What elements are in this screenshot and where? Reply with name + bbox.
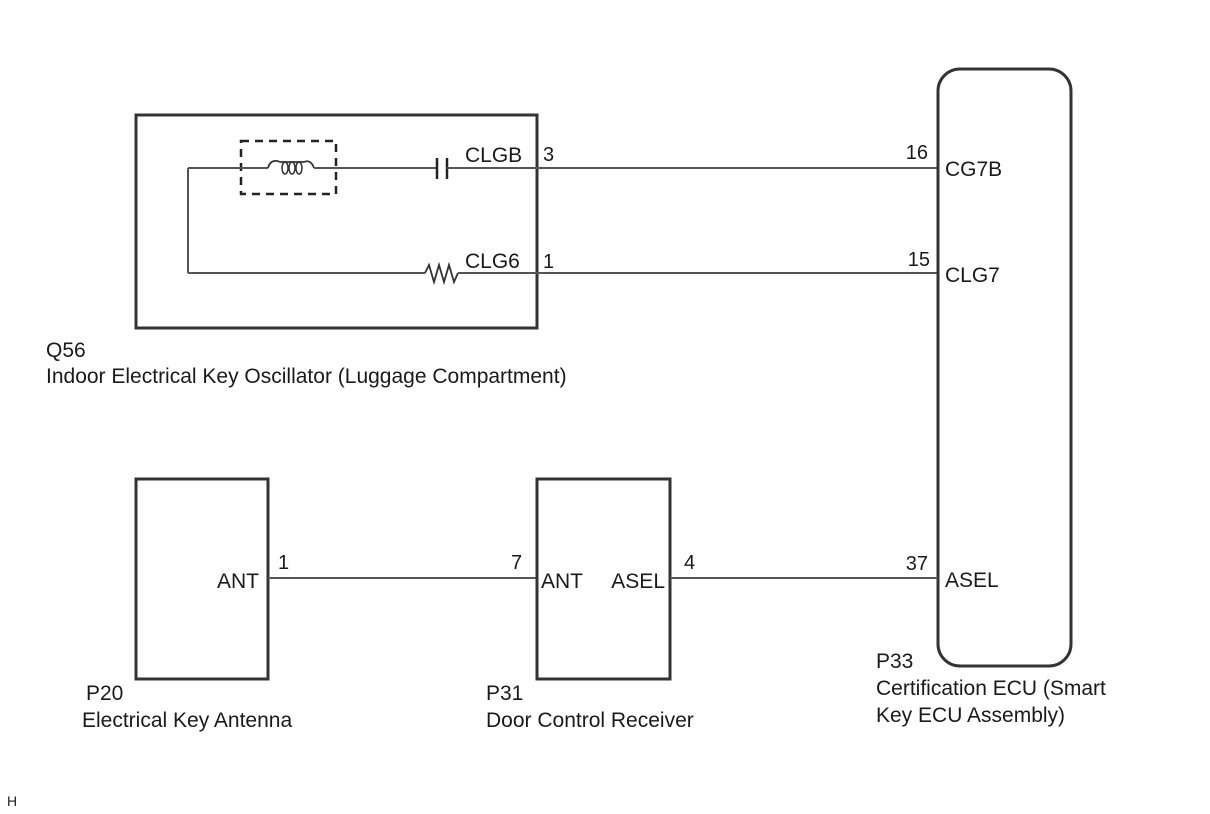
p33-pin-number-15: 15 bbox=[908, 249, 930, 271]
q56-housing bbox=[134, 113, 539, 330]
p20-terminal-label-ant: ANT bbox=[217, 570, 259, 593]
component-q56: CLGB 3 CLG6 1 Q56 Indoor Electrical Key … bbox=[46, 113, 567, 388]
p33-component-code: P33 bbox=[876, 650, 913, 673]
q56-pin-number-3: 3 bbox=[543, 144, 554, 166]
footer-mark: H bbox=[7, 793, 17, 809]
p33-component-name-line2: Key ECU Assembly) bbox=[876, 704, 1065, 727]
p33-housing bbox=[936, 67, 1073, 668]
p31-terminal-label-asel: ASEL bbox=[611, 570, 665, 593]
q56-pin-number-1: 1 bbox=[543, 251, 554, 273]
p33-terminal-label-asel: ASEL bbox=[945, 569, 999, 592]
p20-component-name: Electrical Key Antenna bbox=[82, 709, 292, 732]
q56-terminal-label-clg6: CLG6 bbox=[465, 250, 520, 273]
p31-component-code: P31 bbox=[486, 682, 523, 705]
p33-pin-number-16: 16 bbox=[906, 142, 928, 164]
p20-pin-number-1: 1 bbox=[278, 552, 289, 574]
resistor-icon bbox=[424, 261, 459, 286]
p31-component-name: Door Control Receiver bbox=[486, 709, 694, 732]
p33-component-name-line1: Certification ECU (Smart bbox=[876, 677, 1106, 700]
q56-component-code: Q56 bbox=[46, 339, 86, 362]
p31-pin-number-7: 7 bbox=[511, 552, 522, 574]
component-p31: 7 ANT ASEL 4 P31 Door Control Receiver bbox=[486, 477, 695, 732]
p20-component-code: P20 bbox=[86, 682, 123, 705]
p33-terminal-label-clg7: CLG7 bbox=[945, 264, 1000, 287]
q56-component-name: Indoor Electrical Key Oscillator (Luggag… bbox=[46, 365, 567, 388]
p33-terminal-label-cg7b: CG7B bbox=[945, 158, 1002, 181]
capacitor-icon bbox=[435, 158, 449, 179]
p31-pin-number-4: 4 bbox=[684, 552, 695, 574]
p31-terminal-label-ant: ANT bbox=[541, 570, 583, 593]
inductor-coil-icon bbox=[267, 160, 315, 175]
q56-terminal-label-clgb: CLGB bbox=[465, 144, 522, 167]
component-p33: 16 CG7B 15 CLG7 37 ASEL P33 Certificatio… bbox=[876, 67, 1106, 727]
component-p20: ANT 1 P20 Electrical Key Antenna bbox=[82, 477, 292, 732]
p33-pin-number-37: 37 bbox=[906, 553, 928, 575]
